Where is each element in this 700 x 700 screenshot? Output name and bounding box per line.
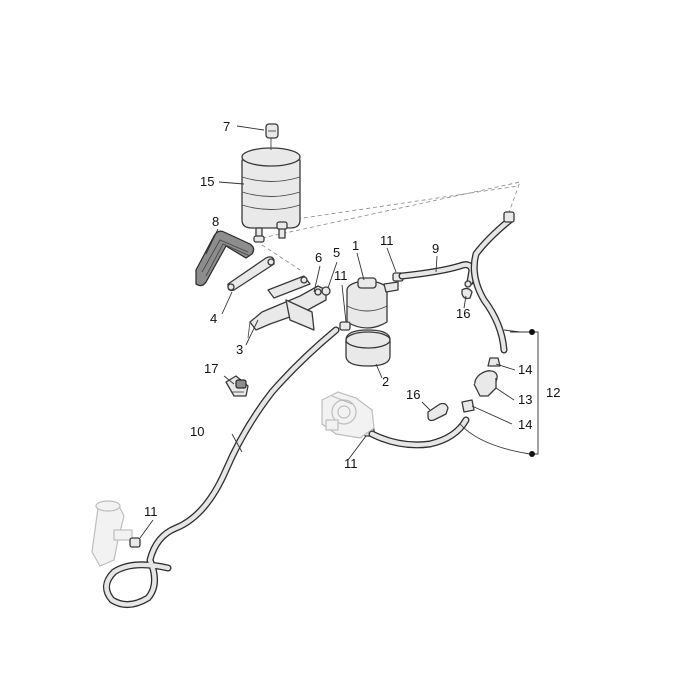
callout-9: 9 [432, 241, 439, 256]
callout-14-bottom: 14 [518, 417, 532, 432]
callout-1: 1 [352, 238, 359, 253]
callout-3: 3 [236, 342, 243, 357]
fitting-11-mid [339, 321, 351, 331]
callout-11-intake: 11 [144, 504, 158, 519]
fitting-11-intake [129, 537, 141, 548]
hose-9 [398, 261, 476, 288]
callout-13: 13 [518, 392, 532, 407]
callout-11-top: 11 [380, 233, 394, 248]
callout-16-center: 16 [406, 387, 420, 402]
callout-14-top: 14 [518, 362, 532, 377]
callout-2: 2 [382, 374, 389, 389]
callout-4: 4 [210, 311, 217, 326]
valve-body [346, 277, 399, 329]
lower-hose [368, 416, 470, 449]
throttle-body [321, 391, 375, 439]
callout-16-upper: 16 [456, 306, 470, 321]
callout-7: 7 [223, 119, 230, 134]
intake-pipe [91, 500, 133, 567]
connector-17 [225, 375, 249, 397]
callout-6: 6 [315, 250, 322, 265]
clip-16-upper [461, 287, 473, 300]
group-12-bracket [459, 329, 539, 457]
sleeve-16 [427, 402, 449, 422]
callout-11-bottom: 11 [344, 456, 358, 471]
callout-10: 10 [190, 424, 204, 439]
vent-cap [265, 123, 279, 139]
dashed-guide-lines [261, 181, 521, 271]
callout-11-mid: 11 [334, 268, 348, 283]
clamp-ring [345, 329, 391, 367]
inline-filter [473, 370, 498, 397]
leader-lines [139, 125, 516, 539]
callout-12: 12 [546, 385, 560, 400]
callout-labels: 7 15 8 4 3 6 5 1 11 9 11 16 2 17 16 14 1… [144, 119, 560, 519]
canister [241, 138, 301, 243]
callout-17: 17 [204, 361, 218, 376]
hose-10 [103, 326, 340, 608]
mounting-bracket [247, 275, 327, 339]
right-vertical-hose [470, 211, 515, 354]
callout-5: 5 [333, 245, 340, 260]
fitting-5 [321, 286, 331, 296]
fitting-14-bottom [461, 399, 475, 413]
callout-8: 8 [212, 214, 219, 229]
bracket-band [227, 256, 275, 292]
callout-15: 15 [200, 174, 214, 189]
